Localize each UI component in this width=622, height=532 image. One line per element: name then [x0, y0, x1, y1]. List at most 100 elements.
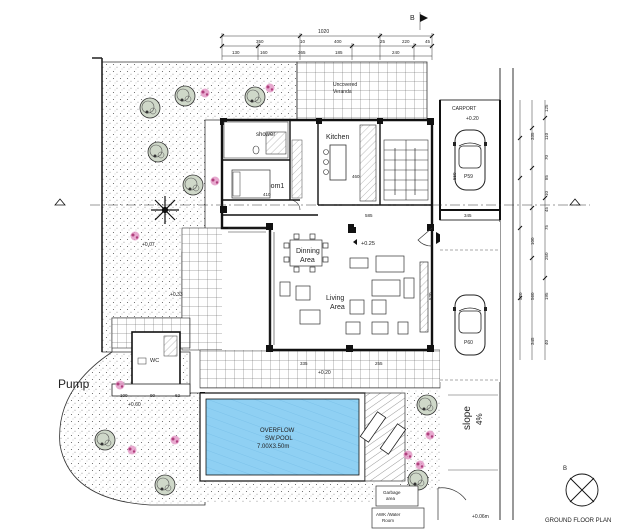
dashed-driveway-line — [440, 249, 500, 381]
dim-label: 75 — [544, 224, 549, 230]
garbage-label-2: area — [386, 496, 396, 501]
dim-label: 25 — [380, 39, 386, 44]
pool-label-1: OVERFLOW — [260, 428, 295, 434]
car-icon — [452, 129, 488, 191]
dim-label: 560 — [530, 292, 535, 300]
dim-label: 345 — [530, 337, 535, 345]
shower-label: shower — [256, 132, 275, 138]
wc-shower — [163, 335, 178, 357]
kitchen-label: Kitchen — [326, 134, 349, 141]
car-label-2: P60 — [464, 340, 473, 346]
dim-label: 10 — [300, 39, 306, 44]
dim-label: 160 — [260, 50, 268, 55]
section-arrow-icon — [420, 14, 428, 22]
carport-level: +0.20 — [466, 116, 479, 122]
palm-tree-icon — [151, 196, 179, 224]
dim-label: 250 — [544, 252, 549, 260]
car-label-1: P59 — [464, 174, 473, 180]
shrub-icon — [174, 85, 196, 107]
bed-pillows — [232, 171, 241, 197]
dim-label: 40 — [544, 339, 549, 345]
inner-dims: 550 520 335 255 100 90 62 — [120, 172, 457, 398]
living-label-2: Area — [330, 304, 345, 311]
garden-strip-bottom — [200, 482, 375, 502]
fireplace — [350, 227, 356, 233]
kitchen-island — [329, 144, 347, 181]
right-dims: 125 335 110 70 85 10 45 75 100 250 520 1… — [518, 104, 549, 345]
dim-label: 400 — [334, 39, 342, 44]
garbage-label-1: Garbage — [383, 490, 401, 495]
axis-marker-icon — [54, 198, 581, 206]
dim-label: 185 — [335, 50, 343, 55]
living-label-1: Living — [326, 295, 344, 302]
level-bottom-terrace: +0.20 — [318, 370, 331, 376]
shrub-icon — [244, 86, 266, 108]
dim-label: 240 — [392, 50, 400, 55]
pump-room — [111, 383, 191, 397]
entrance-gate — [437, 487, 467, 520]
top-dims-row2: 130 160 265 185 240 — [232, 50, 400, 55]
flower-icon — [200, 88, 210, 98]
dim-label: 350 — [256, 39, 264, 44]
kitchen-counter — [359, 124, 377, 202]
carport-width-dim: 345 — [464, 213, 472, 218]
pool-area: OVERFLOW SW.POOL 7.00X3.50m +0.60 — [128, 392, 407, 482]
dim-label: 100 — [530, 237, 535, 245]
dim-label: 90 — [150, 393, 156, 398]
slope-line — [448, 394, 498, 471]
flower-icon — [210, 176, 220, 186]
awk-label-1: AWK /Water — [376, 512, 401, 517]
dim-label: 130 — [232, 50, 240, 55]
pool-label-3: 7.00X3.50m — [257, 444, 289, 450]
uncovered-veranda-label-2: Veranda — [333, 89, 352, 95]
wc-fixture-icon — [252, 145, 260, 155]
driveway-slope: slope 4% — [448, 394, 498, 471]
dim-label: 85 — [544, 174, 549, 180]
dim-label: 125 — [544, 104, 549, 112]
terrace-bottom — [199, 349, 441, 389]
pool-water — [205, 398, 360, 476]
dim-label: 265 — [298, 50, 306, 55]
dimension-lines — [90, 12, 590, 360]
level-left-terrace: +0.07 — [142, 242, 155, 248]
shrub-icon — [154, 474, 176, 496]
dim-label: 220 — [402, 39, 410, 44]
dimension-ticks — [219, 33, 548, 301]
garbage-area — [375, 485, 419, 507]
bedroom-dim: 410 — [263, 192, 271, 197]
sun-lounger — [359, 411, 387, 443]
door-swing — [289, 199, 301, 211]
flower-icon — [265, 83, 275, 93]
overall-width-dim: 1020 — [318, 29, 329, 35]
north-arrow-cross-icon — [569, 477, 595, 503]
wc-fixture — [137, 357, 147, 365]
dining-label-1: Dinning — [296, 248, 320, 255]
staircase — [383, 139, 429, 201]
dim-label: 45 — [544, 206, 549, 212]
section-marker-top: B — [410, 14, 428, 22]
flower-icon — [130, 231, 140, 241]
flower-icon — [403, 450, 413, 460]
right-boundary — [499, 68, 514, 520]
sun-lounger — [379, 423, 407, 455]
awk-label-2: Room — [382, 518, 394, 523]
north-arrow: B — [563, 466, 599, 507]
carport: CARPORT +0.20 P59 345 P60 — [439, 99, 501, 382]
dining-level: +0.25 — [361, 241, 375, 247]
dim-label: 62 — [175, 393, 181, 398]
dim-label: 550 — [452, 172, 457, 180]
flower-icon — [115, 380, 125, 390]
level-marker-icon — [353, 239, 357, 245]
plan-title: GROUND FLOOR PLAN — [545, 518, 611, 524]
kitchen-dim: 460 — [352, 174, 360, 179]
dim-label: 520 — [428, 292, 433, 300]
flower-icon — [127, 445, 137, 455]
bar-stool-icon — [323, 159, 329, 165]
shrub-icon — [147, 141, 169, 163]
level-labels: +0.07 +0.33 +0.20 +0.06m — [142, 242, 489, 520]
uncovered-veranda-top — [296, 61, 428, 121]
dim-label: 100 — [120, 393, 128, 398]
slope-value: 4% — [475, 413, 484, 425]
top-dims-row1: 350 10 400 25 220 45 — [256, 39, 431, 44]
flower-icon — [425, 430, 435, 440]
